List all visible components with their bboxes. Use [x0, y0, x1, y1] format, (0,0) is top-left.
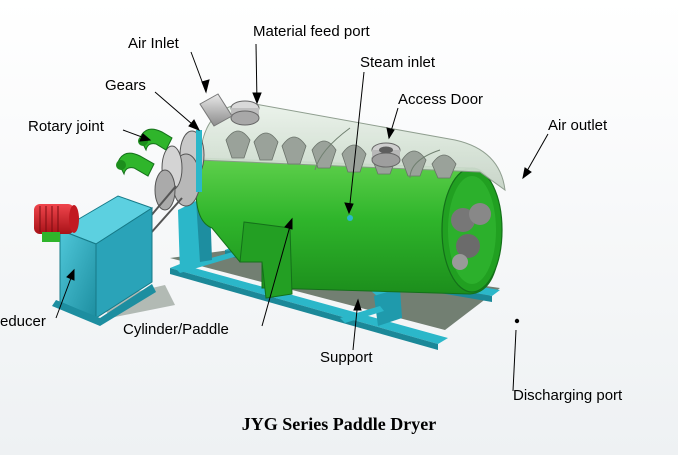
- transparent-cover: [197, 103, 506, 192]
- cylinder-paddle-arrow: [261, 217, 293, 327]
- label-air-outlet: Air outlet: [548, 117, 608, 134]
- label-gears: Gears: [105, 77, 146, 94]
- label-rotary-joint: Rotary joint: [28, 118, 104, 135]
- air-outlet-arrow: [522, 133, 549, 180]
- steam-inlet-arrow: [344, 71, 365, 215]
- label-discharging-port: Discharging port: [513, 387, 623, 404]
- material-feed-arrow: [252, 43, 262, 105]
- discharging-port-line: [512, 329, 517, 392]
- label-material-feed-port: Material feed port: [253, 23, 370, 40]
- steam-inlet-fitting: [347, 215, 353, 221]
- label-support: Support: [320, 349, 373, 366]
- motor: [34, 204, 79, 242]
- access-door: [371, 142, 401, 168]
- gears-arrow: [154, 91, 201, 131]
- label-cylinder-paddle: Cylinder/Paddle: [123, 321, 229, 338]
- rotary-joint-arrow: [122, 129, 152, 142]
- reducer-arrow: [55, 268, 75, 319]
- cylinder-body: [195, 157, 503, 299]
- feed-port: [230, 100, 260, 126]
- label-steam-inlet: Steam inlet: [360, 54, 436, 71]
- access-door-arrow: [386, 107, 399, 140]
- label-air-inlet: Air Inlet: [128, 35, 179, 52]
- figure-caption: JYG Series Paddle Dryer: [241, 414, 437, 434]
- discharging-port-marker: [514, 318, 520, 324]
- support-arrow: [352, 298, 362, 351]
- rotary-joints: [116, 128, 173, 177]
- label-reducer: educer: [0, 313, 46, 330]
- leader-lines: [55, 43, 549, 392]
- label-access-door: Access Door: [398, 91, 484, 108]
- air-inlet-arrow: [190, 51, 210, 94]
- gear-set: [154, 130, 205, 211]
- air-inlet-pipe: [199, 93, 233, 127]
- reducer-box: [52, 195, 156, 326]
